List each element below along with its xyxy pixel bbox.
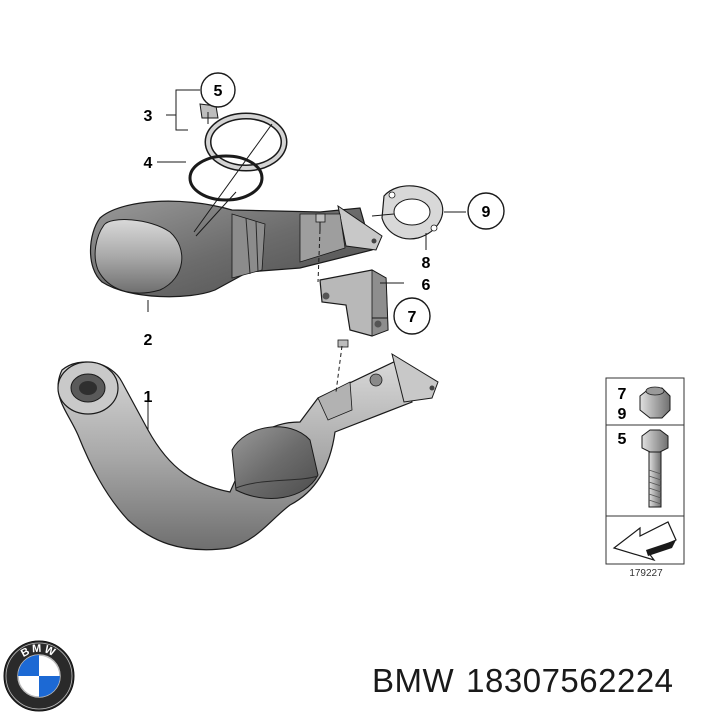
bracket	[319, 269, 389, 337]
alignment-lines	[317, 229, 343, 393]
callout-9: 9	[467, 192, 505, 230]
hex-nut-icon	[639, 386, 671, 419]
callout-4-label: 4	[144, 155, 153, 172]
bmw-logo-letters: BMW	[19, 643, 57, 660]
panel-label-9: 9	[618, 406, 627, 423]
gasket	[381, 185, 444, 240]
assembly-bolt-upper	[315, 213, 326, 230]
callout-2-label: 2	[144, 332, 153, 349]
callout-8-label: 8	[422, 255, 431, 272]
callout-7-label: 7	[408, 309, 417, 326]
upper-exhaust-pipe	[90, 200, 383, 298]
callout-5-label: 5	[214, 83, 223, 100]
sealing-ring	[188, 154, 264, 202]
bmw-logo: BMW	[3, 640, 75, 712]
panel-label-5: 5	[618, 431, 627, 448]
callout-6-label: 6	[422, 277, 431, 294]
assembly-nut-lower	[337, 339, 349, 348]
diagram-id: 179227	[629, 568, 663, 579]
brand-name: BMW	[372, 662, 455, 699]
callout-3-label: 3	[144, 108, 153, 125]
part-caption: BMW 18307562224	[372, 662, 674, 700]
fastener-panel: 7 9 5	[605, 377, 685, 565]
callout-5: 5	[200, 72, 236, 108]
callout-7: 7	[393, 297, 431, 335]
lower-exhaust-pipe-catalytic-converter	[57, 352, 439, 551]
callout-1-label: 1	[144, 389, 153, 406]
arrow-icon	[612, 521, 677, 562]
hex-bolt-icon	[641, 429, 669, 508]
part-number: 18307562224	[466, 662, 674, 699]
leader-lines	[147, 89, 466, 430]
clamp-ring	[199, 103, 288, 172]
callout-9-label: 9	[482, 204, 491, 221]
panel-label-7: 7	[618, 386, 627, 403]
svg-text:BMW: BMW	[19, 643, 59, 660]
